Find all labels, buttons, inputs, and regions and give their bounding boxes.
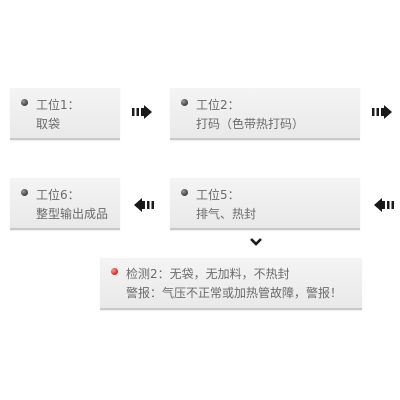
bullet-icon <box>181 189 188 196</box>
station-desc: 整型输出成品 <box>36 207 109 221</box>
bullet-icon <box>21 189 28 196</box>
alarm-line: 警报：气压不正常或加热管故障，警报！ <box>126 286 343 300</box>
station-title: 工位1： <box>36 98 80 112</box>
detection-line: 检测2：无袋，无加料，不热封 <box>126 267 290 281</box>
station-desc: 取袋 <box>36 117 61 131</box>
arrow-left-icon <box>134 198 154 212</box>
station-card-5: 工位5： 排气、热封 <box>170 178 360 230</box>
arrow-left-icon <box>374 198 394 212</box>
station-card-2: 工位2： 打码（色带热打码） <box>170 88 360 140</box>
station-card-6: 工位6： 整型输出成品 <box>10 178 120 230</box>
station-card-1: 工位1： 取袋 <box>10 88 120 140</box>
station-title: 工位6： <box>36 188 80 202</box>
alert-dot-icon <box>111 268 118 275</box>
bullet-icon <box>181 99 188 106</box>
arrow-right-icon <box>372 105 392 119</box>
detection-alert-card: 检测2：无袋，无加料，不热封 警报：气压不正常或加热管故障，警报！ <box>100 258 362 310</box>
station-desc: 排气、热封 <box>196 207 257 221</box>
station-title: 工位5： <box>196 188 240 202</box>
station-title: 工位2： <box>196 98 240 112</box>
chevron-down-icon <box>250 238 262 246</box>
station-desc: 打码（色带热打码） <box>196 117 305 131</box>
arrow-right-icon <box>132 105 152 119</box>
bullet-icon <box>21 99 28 106</box>
